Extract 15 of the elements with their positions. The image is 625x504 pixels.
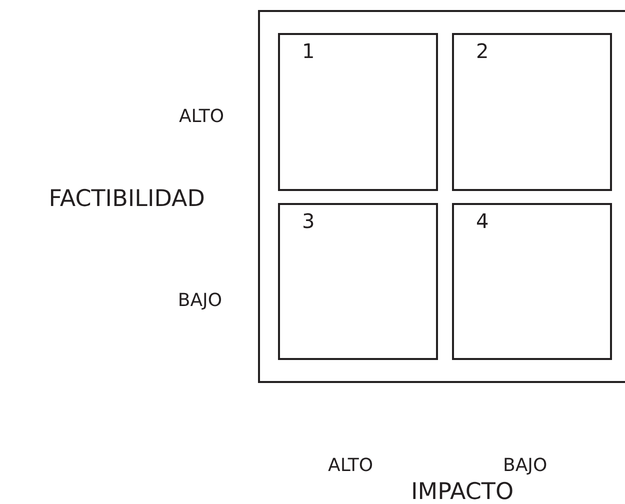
quadrant-box bbox=[278, 33, 438, 191]
matrix-frame bbox=[258, 10, 625, 383]
quadrant-number: 2 bbox=[476, 39, 489, 63]
quadrant-box bbox=[278, 203, 438, 360]
quadrant-box bbox=[452, 203, 612, 360]
quadrant-number: 3 bbox=[302, 209, 315, 233]
axis-level-label: BAJO bbox=[178, 290, 222, 312]
axis-title: IMPACTO bbox=[411, 479, 514, 504]
axis-level-label: BAJO bbox=[503, 455, 548, 477]
quadrant-number: 4 bbox=[476, 209, 489, 233]
axis-title: FACTIBILIDAD bbox=[48, 186, 205, 214]
axis-level-label: ALTO bbox=[328, 455, 374, 477]
quadrant-number: 1 bbox=[302, 39, 315, 63]
axis-level-label: ALTO bbox=[178, 106, 224, 128]
quadrant-box bbox=[452, 33, 612, 191]
